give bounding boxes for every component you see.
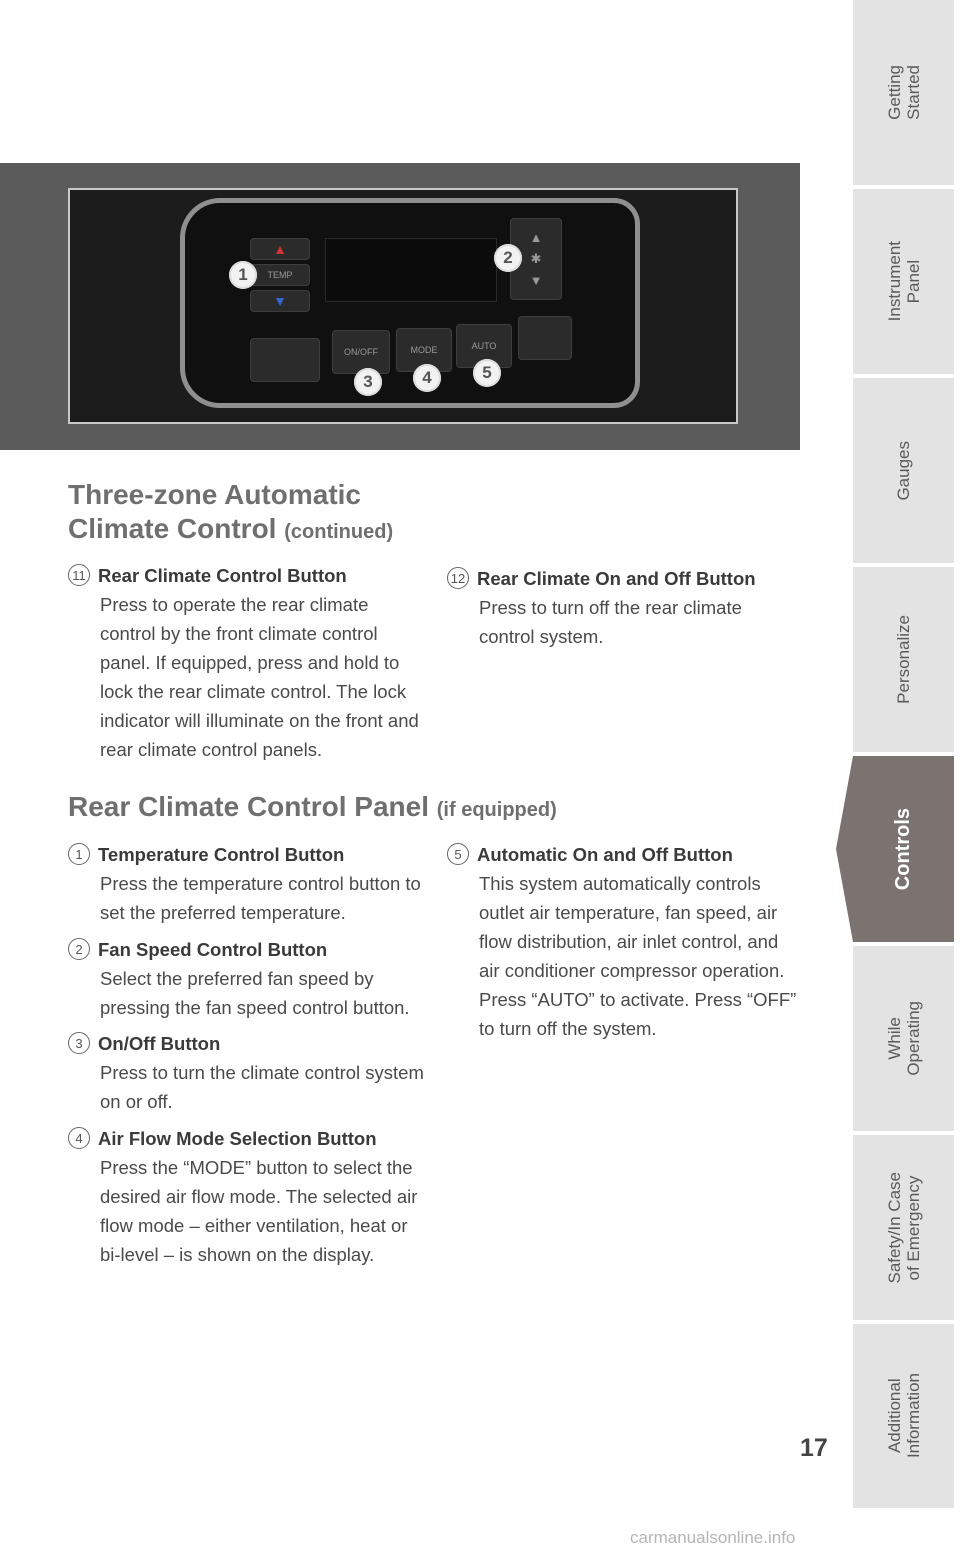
callout-2: 2 — [494, 244, 522, 272]
callout-3: 3 — [354, 368, 382, 396]
heading-text: Rear Climate Control Panel — [68, 791, 429, 822]
item-body: Press to turn the climate control system… — [100, 1062, 424, 1112]
tab-personalize[interactable]: Personalize — [853, 567, 954, 752]
item-number: 4 — [68, 1127, 90, 1150]
item-title: Rear Climate On and Off Button — [477, 568, 756, 589]
climate-panel-photo: ▲ TEMP ▼ ▲✱▼ ON/OFF MODE AUTO — [68, 188, 738, 424]
tab-safety[interactable]: Safety/In Case of Emergency — [853, 1135, 954, 1320]
seat-heater-right-icon — [518, 316, 572, 360]
item-number: 1 — [68, 843, 90, 866]
callout-1: 1 — [229, 261, 257, 289]
callout-5: 5 — [473, 359, 501, 387]
item-title: Temperature Control Button — [98, 844, 345, 865]
temp-up-icon: ▲ — [250, 238, 310, 260]
heading-line-1: Three-zone Automatic — [68, 479, 361, 510]
item-automatic-onoff: 5 Automatic On and Off Button This system… — [447, 840, 802, 1043]
item-body: This system automatically controls outle… — [479, 873, 797, 1039]
item-rear-climate-onoff: 12 Rear Climate On and Off Button Press t… — [447, 564, 792, 651]
tab-label: While Operating — [884, 1001, 923, 1076]
panel-bezel — [180, 198, 640, 408]
item-number: 5 — [447, 843, 469, 866]
item-number: 3 — [68, 1032, 90, 1055]
item-body: Press to operate the rear climate contro… — [100, 594, 419, 760]
heading-suffix: (continued) — [284, 521, 394, 543]
item-title: Rear Climate Control Button — [98, 565, 347, 586]
tab-while-operating[interactable]: While Operating — [853, 946, 954, 1131]
tab-label: Personalize — [894, 615, 913, 704]
callout-4: 4 — [413, 364, 441, 392]
section-heading-three-zone: Three-zone Automatic Climate Control (co… — [68, 478, 393, 549]
item-number: 12 — [447, 567, 469, 590]
seat-heater-left-icon — [250, 338, 320, 382]
item-rear-climate-control: 11 Rear Climate Control Button Press to o… — [68, 561, 428, 764]
item-body: Press the temperature control button to … — [100, 873, 421, 923]
item-number: 11 — [68, 564, 90, 587]
tab-label: Additional Information — [884, 1373, 923, 1459]
item-temperature-control: 1 Temperature Control Button Press the te… — [68, 840, 428, 927]
temp-down-icon: ▼ — [250, 290, 310, 312]
heading-suffix: (if equipped) — [436, 799, 557, 821]
onoff-button: ON/OFF — [332, 330, 390, 374]
tab-additional-information[interactable]: Additional Information — [853, 1324, 954, 1508]
item-onoff: 3 On/Off Button Press to turn the climate… — [68, 1029, 428, 1116]
item-air-flow-mode: 4 Air Flow Mode Selection Button Press th… — [68, 1124, 428, 1269]
temp-button: TEMP — [250, 264, 310, 286]
tab-controls[interactable]: Controls — [853, 756, 954, 942]
page-number: 17 — [800, 1434, 828, 1462]
item-title: Air Flow Mode Selection Button — [98, 1128, 377, 1149]
tab-label: Gauges — [894, 440, 913, 501]
item-title: Automatic On and Off Button — [477, 844, 733, 865]
active-tab-notch — [836, 756, 853, 942]
item-body: Press to turn off the rear climate contr… — [479, 597, 742, 647]
item-fan-speed: 2 Fan Speed Control Button Select the pre… — [68, 935, 428, 1022]
item-title: On/Off Button — [98, 1033, 221, 1054]
panel-display — [325, 238, 497, 302]
section-heading-rear-panel: Rear Climate Control Panel (if equipped) — [68, 790, 557, 827]
tab-label: Instrument Panel — [884, 241, 923, 322]
tab-instrument-panel[interactable]: Instrument Panel — [853, 189, 954, 374]
tab-getting-started[interactable]: Getting Started — [853, 0, 954, 185]
heading-line-2: Climate Control — [68, 513, 277, 544]
item-number: 2 — [68, 938, 90, 961]
tab-label: Safety/In Case of Emergency — [884, 1171, 923, 1284]
item-title: Fan Speed Control Button — [98, 939, 328, 960]
item-body: Select the preferred fan speed by pressi… — [100, 968, 410, 1018]
tab-label: Controls — [892, 807, 914, 891]
watermark: carmanualsonline.info — [630, 1528, 796, 1547]
tab-gauges[interactable]: Gauges — [853, 378, 954, 563]
tab-label: Getting Started — [884, 65, 923, 120]
item-body: Press the “MODE” button to select the de… — [100, 1157, 418, 1265]
